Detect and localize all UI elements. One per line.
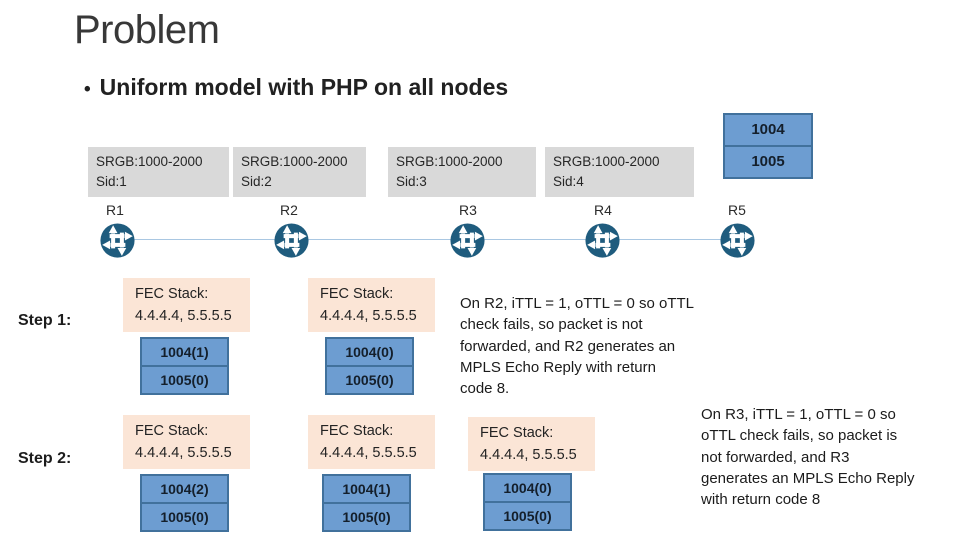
srgb-box-r2: SRGB:1000-2000 Sid:2 <box>233 147 366 197</box>
note-line: code 8. <box>460 380 510 398</box>
note-line: On R3, iTTL = 1, oTTL = 0 so <box>701 406 896 423</box>
srgb-box-r3: SRGB:1000-2000 Sid:3 <box>388 147 536 197</box>
mpls-label: 1005(0) <box>142 365 227 393</box>
note-line: check fails, so packet is not <box>460 316 643 334</box>
note-line: On R2, iTTL = 1, oTTL = 0 so oTTL <box>460 295 694 312</box>
mpls-label: 1004(0) <box>503 480 552 496</box>
srgb-range: SRGB:1000-2000 <box>241 154 348 169</box>
note-step2: On R3, iTTL = 1, oTTL = 0 so oTTL check … <box>701 404 960 510</box>
mpls-label: 1005(0) <box>327 365 412 393</box>
note-line: generates an MPLS Echo Reply <box>701 469 915 487</box>
srgb-sid: Sid:2 <box>241 174 272 189</box>
bullet-text: Uniform model with PHP on all nodes <box>99 74 509 100</box>
fec-value: 4.4.4.4, 5.5.5.5 <box>480 447 577 463</box>
srgb-box-r1: SRGB:1000-2000 Sid:1 <box>88 147 229 197</box>
fec-stack-box-step1-r2: FEC Stack: 4.4.4.4, 5.5.5.5 <box>308 278 435 332</box>
fec-stack-box-step2-r1: FEC Stack: 4.4.4.4, 5.5.5.5 <box>123 415 250 469</box>
bullet-item: • Uniform model with PHP on all nodes <box>84 74 508 101</box>
srgb-range: SRGB:1000-2000 <box>553 154 660 169</box>
note-line: forwarded, and R2 generates an <box>460 337 676 355</box>
fec-title: FEC Stack: <box>480 425 554 441</box>
router-label-r5: R5 <box>728 202 746 218</box>
label-stack-step2-r3: 1004(0) 1005(0) <box>483 473 572 531</box>
router-icon <box>585 223 620 258</box>
step2-label: Step 2: <box>18 450 72 467</box>
srgb-sid: Sid:1 <box>96 174 127 189</box>
router-icon <box>450 223 485 258</box>
label-stack-step2-r1: 1004(2) 1005(0) <box>140 474 229 532</box>
router-label-r3: R3 <box>459 202 477 218</box>
fec-stack-box-step1-r1: FEC Stack: 4.4.4.4, 5.5.5.5 <box>123 278 250 332</box>
srgb-box-r4: SRGB:1000-2000 Sid:4 <box>545 147 694 197</box>
note-line: oTTL check fails, so packet is <box>701 427 898 445</box>
srgb-range: SRGB:1000-2000 <box>96 154 203 169</box>
network-link-line <box>117 239 738 240</box>
fec-value: 4.4.4.4, 5.5.5.5 <box>135 445 232 461</box>
router-label-r4: R4 <box>594 202 612 218</box>
fec-value: 4.4.4.4, 5.5.5.5 <box>320 445 417 461</box>
fec-title: FEC Stack: <box>135 423 209 439</box>
mpls-label: 1004(1) <box>342 481 391 497</box>
mpls-label: 1004 <box>751 121 785 138</box>
label-stack-r5: 1004 1005 <box>723 113 813 179</box>
mpls-label: 1004(1) <box>160 344 209 360</box>
label-stack-step2-r2: 1004(1) 1005(0) <box>322 474 411 532</box>
mpls-label: 1005 <box>725 145 811 177</box>
mpls-label: 1005(0) <box>324 502 409 530</box>
note-line: with return code 8 <box>701 491 821 509</box>
router-label-r2: R2 <box>280 202 298 218</box>
note-line: MPLS Echo Reply with return <box>460 358 656 376</box>
router-icon <box>100 223 135 258</box>
fec-value: 4.4.4.4, 5.5.5.5 <box>135 308 232 324</box>
note-step1: On R2, iTTL = 1, oTTL = 0 so oTTL check … <box>460 293 722 399</box>
srgb-sid: Sid:4 <box>553 174 584 189</box>
mpls-label: 1004(2) <box>160 481 209 497</box>
step1-label: Step 1: <box>18 312 72 329</box>
note-line: not forwarded, and R3 <box>701 448 850 466</box>
mpls-label: 1004(0) <box>345 344 394 360</box>
fec-title: FEC Stack: <box>320 423 394 439</box>
router-icon <box>274 223 309 258</box>
label-stack-step1-r1: 1004(1) 1005(0) <box>140 337 229 395</box>
srgb-sid: Sid:3 <box>396 174 427 189</box>
label-stack-step1-r2: 1004(0) 1005(0) <box>325 337 414 395</box>
fec-value: 4.4.4.4, 5.5.5.5 <box>320 308 417 324</box>
page-title: Problem <box>74 8 220 52</box>
srgb-range: SRGB:1000-2000 <box>396 154 503 169</box>
bullet-glyph: • <box>84 79 91 100</box>
fec-title: FEC Stack: <box>135 286 209 302</box>
fec-stack-box-step2-r3: FEC Stack: 4.4.4.4, 5.5.5.5 <box>468 417 595 471</box>
mpls-label: 1005(0) <box>485 501 570 529</box>
fec-stack-box-step2-r2: FEC Stack: 4.4.4.4, 5.5.5.5 <box>308 415 435 469</box>
mpls-label: 1005(0) <box>142 502 227 530</box>
fec-title: FEC Stack: <box>320 286 394 302</box>
router-label-r1: R1 <box>106 202 124 218</box>
router-icon <box>720 223 755 258</box>
